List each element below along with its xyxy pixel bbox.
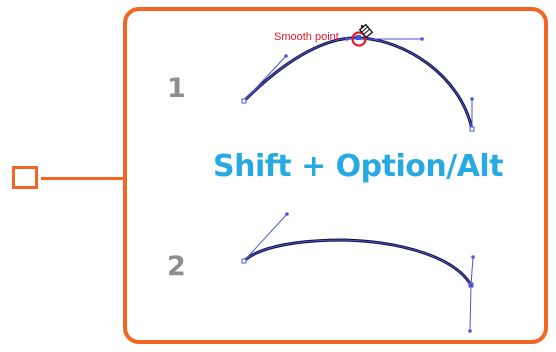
- handle-point: [420, 37, 424, 41]
- small-square-icon: [12, 166, 38, 189]
- smooth-point-highlight-circle: [351, 31, 367, 47]
- handle-point: [285, 212, 289, 216]
- illustration-frame: [123, 7, 548, 344]
- handle-point: [471, 255, 475, 259]
- curve-2: [241, 212, 475, 333]
- connector-line: [41, 177, 123, 180]
- bezier-path-2: [242, 238, 473, 286]
- handle-point: [470, 97, 474, 101]
- handle-point: [468, 329, 472, 333]
- anchor-point: [469, 126, 475, 132]
- anchor-point: [241, 98, 247, 104]
- curve-1: [241, 23, 475, 132]
- step-number-1: 1: [167, 73, 186, 104]
- handle-line: [470, 256, 474, 286]
- handle-point: [284, 54, 288, 58]
- keyboard-shortcut-label: Shift + Option/Alt: [213, 149, 504, 184]
- smooth-anchor-point: [356, 35, 361, 40]
- bezier-path-1: [242, 36, 474, 130]
- convert-anchor-tool-icon: [358, 23, 374, 39]
- anchor-point: [241, 258, 247, 264]
- step-number-2: 2: [167, 251, 186, 282]
- anchor-point: [468, 282, 474, 288]
- handle-line: [243, 55, 287, 102]
- handle-line: [243, 213, 288, 262]
- handle-point: [345, 37, 349, 41]
- handle-line: [469, 284, 472, 332]
- smooth-point-label: Smooth point: [274, 31, 339, 43]
